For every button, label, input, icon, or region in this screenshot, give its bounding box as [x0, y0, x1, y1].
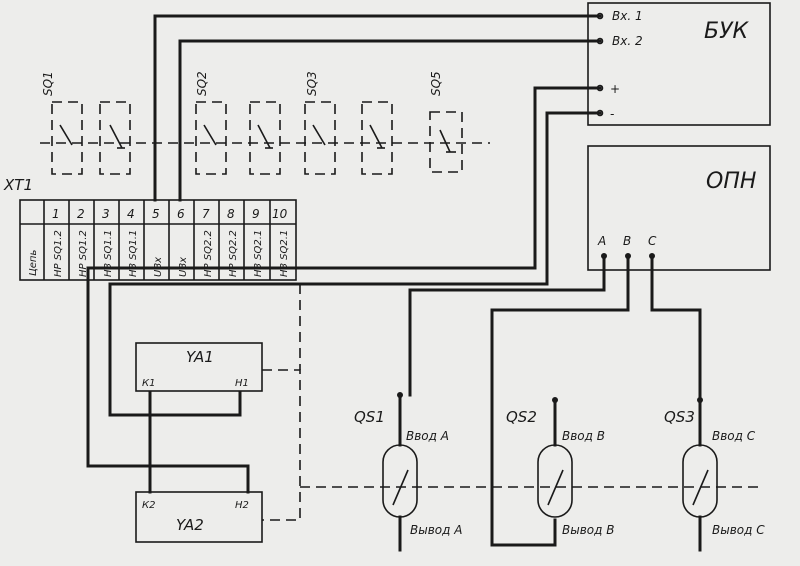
xt1-circuit-2: НР SQ1.2 [78, 230, 89, 277]
ya2-title: YA2 [176, 516, 204, 534]
ya1-title: YA1 [186, 348, 214, 366]
qs2-in-label: Ввод B [562, 429, 605, 443]
qs3-out-label: Вывод C [712, 523, 765, 537]
sq3-switch [304, 101, 393, 175]
xt1-num-5: 5 [152, 207, 160, 221]
sq2-label: SQ2 [195, 71, 209, 96]
qs3-breaker [682, 397, 718, 552]
qs3-in-label: Ввод C [712, 429, 756, 443]
ya2-k-label: К2 [142, 500, 155, 511]
qs2-label: QS2 [506, 408, 537, 426]
xt1-num-6: 6 [177, 207, 185, 221]
opn-phase-a-label: A [597, 234, 606, 248]
qs1-in-label: Ввод A [406, 429, 449, 443]
xt1-num-7: 7 [202, 207, 210, 221]
xt1-num-4: 4 [127, 207, 135, 221]
ya1-box [135, 342, 263, 392]
ya2-box [135, 491, 263, 543]
xt1-circuit-9: НЗ SQ2.1 [253, 230, 264, 277]
wire-plus [86, 86, 602, 494]
sq2-switch [195, 101, 281, 175]
ya1-k-label: К1 [142, 378, 155, 389]
buk-in2-label: Вх. 2 [612, 34, 643, 48]
qs3-label: QS3 [664, 408, 695, 426]
sq5-switch [429, 111, 463, 173]
ya1-n-label: Н1 [235, 378, 249, 389]
xt1-circuit-10: НЗ SQ2.1 [279, 230, 290, 277]
xt1-label: XT1 [3, 176, 33, 194]
xt1-terminal-block [19, 199, 297, 281]
sq1-label: SQ1 [41, 71, 55, 96]
qs1-out-label: Вывод A [410, 523, 462, 537]
xt1-circuit-7: НР SQ2.2 [203, 230, 214, 277]
wire-phase-a [408, 254, 606, 397]
buk-plus-label: + [610, 82, 620, 96]
opn-phase-c-label: C [648, 234, 657, 248]
xt1-circuit-6: UВх [178, 257, 189, 277]
wire-phase-b [490, 254, 630, 547]
xt1-num-10: 10 [272, 207, 288, 221]
sq3-label: SQ3 [305, 71, 319, 96]
xt1-num-3: 3 [102, 207, 110, 221]
xt1-header: Цепь [28, 250, 39, 276]
xt1-num-9: 9 [252, 207, 260, 221]
opn-box [587, 145, 771, 271]
xt1-num-8: 8 [227, 207, 235, 221]
xt1-circuit-1: НР SQ1.2 [53, 230, 64, 277]
wire-in2 [178, 39, 602, 202]
wire-phase-c [650, 254, 702, 402]
qs2-breaker [537, 397, 573, 518]
buk-minus-label: - [610, 107, 614, 121]
buk-in1-label: Вх. 1 [612, 9, 643, 23]
xt1-circuit-3: НЗ SQ1.1 [103, 230, 114, 277]
xt1-circuit-8: НР SQ2.2 [228, 230, 239, 277]
xt1-circuit-5: UВх [153, 257, 164, 277]
wire-minus [108, 111, 602, 417]
qs1-label: QS1 [354, 408, 385, 426]
opn-title: ОПН [706, 169, 756, 194]
ya2-n-label: Н2 [235, 500, 249, 511]
xt1-num-1: 1 [52, 207, 60, 221]
buk-box [587, 2, 771, 126]
wire-in1 [153, 14, 602, 202]
opn-phase-b-label: B [623, 234, 631, 248]
sq5-label: SQ5 [429, 71, 443, 96]
ya-dashed-link [262, 369, 301, 521]
xt1-circuit-4: НЗ SQ1.1 [128, 230, 139, 277]
qs2-out-label: Вывод B [562, 523, 614, 537]
qs1-breaker [382, 392, 418, 552]
buk-title: БУК [704, 19, 749, 44]
xt1-num-2: 2 [77, 207, 85, 221]
sq1-switch [51, 101, 131, 175]
